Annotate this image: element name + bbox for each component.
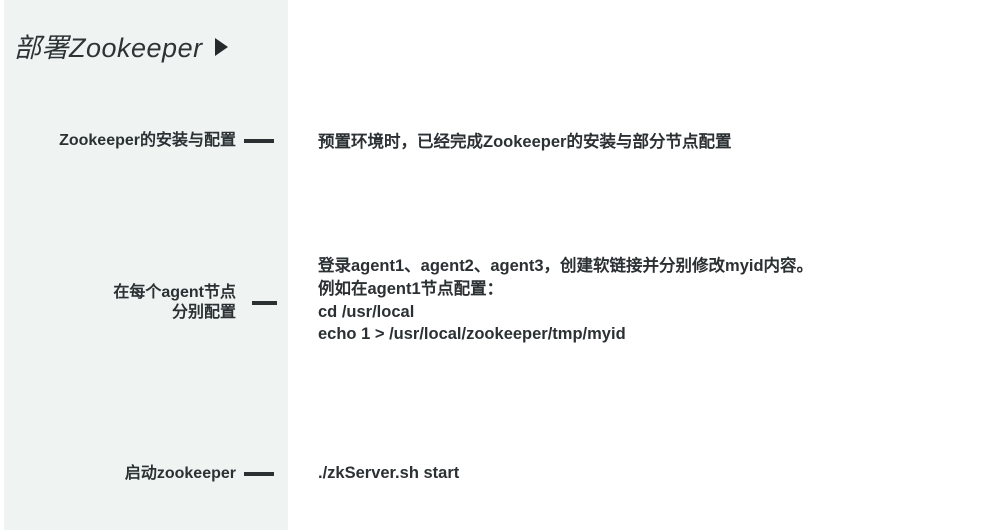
branch-row: Zookeeper的安装与配置 [0, 131, 999, 151]
branch-content: 预置环境时，已经完成Zookeeper的安装与部分节点配置 [318, 133, 732, 151]
branch-label: Zookeeper的安装与配置 [59, 132, 236, 149]
branch-row: 在每个agent节点 分别配置 [0, 283, 999, 323]
left-label-panel [4, 0, 288, 530]
diagram-title: 部署Zookeeper [14, 26, 228, 65]
page-title: 部署Zookeeper [14, 33, 203, 63]
branch-connector-line [244, 472, 274, 476]
branch-label: 启动zookeeper [124, 465, 236, 482]
branch-label: 在每个agent节点 分别配置 [113, 284, 236, 321]
branch-connector-line [252, 301, 277, 305]
branch-row: 启动zookeeper [0, 464, 999, 484]
branch-content: 登录agent1、agent2、agent3，创建软链接并分别修改myid内容。… [318, 257, 814, 344]
branch-connector-line [244, 139, 274, 143]
branch-content: ./zkServer.sh start [318, 464, 460, 482]
play-triangle-icon [214, 37, 228, 56]
